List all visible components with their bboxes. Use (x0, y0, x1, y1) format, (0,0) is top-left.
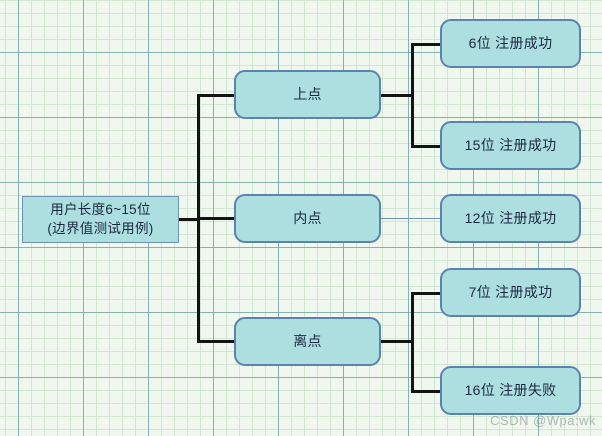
node-root[interactable]: 用户长度6~15位 (边界值测试用例) (22, 196, 179, 243)
connector-branch-3-leaf-2 (411, 390, 440, 393)
connector-branch-1-spine (411, 43, 414, 148)
node-branch-upper-point[interactable]: 上点 (234, 70, 381, 119)
node-leaf-16-digits-fail[interactable]: 16位 注册失败 (440, 366, 581, 415)
connector-branch-1-leaf-1 (411, 43, 440, 46)
connector-root-to-trunk (178, 218, 200, 221)
node-branch-outer-point[interactable]: 离点 (234, 317, 381, 366)
node-leaf-6-digits-success[interactable]: 6位 注册成功 (440, 19, 581, 68)
watermark-text: CSDN @Wpa:wk (490, 413, 596, 428)
connector-trunk-to-branch-3 (197, 340, 235, 343)
connector-branch-3-spine (411, 292, 414, 393)
connector-trunk-to-branch-2 (197, 217, 235, 220)
node-branch-inner-point[interactable]: 内点 (234, 194, 381, 243)
node-leaf-15-digits-success[interactable]: 15位 注册成功 (440, 121, 581, 170)
connector-branch-3-leaf-1 (411, 292, 440, 295)
connector-branch-1-leaf-2 (411, 145, 440, 148)
node-leaf-7-digits-success[interactable]: 7位 注册成功 (440, 268, 581, 317)
node-leaf-12-digits-success[interactable]: 12位 注册成功 (440, 194, 581, 243)
connector-branch-3-stem (380, 340, 414, 343)
connector-branch-2-leaf-1 (380, 218, 440, 219)
connector-trunk-to-branch-1 (197, 94, 235, 97)
connector-branch-1-stem (380, 94, 414, 97)
